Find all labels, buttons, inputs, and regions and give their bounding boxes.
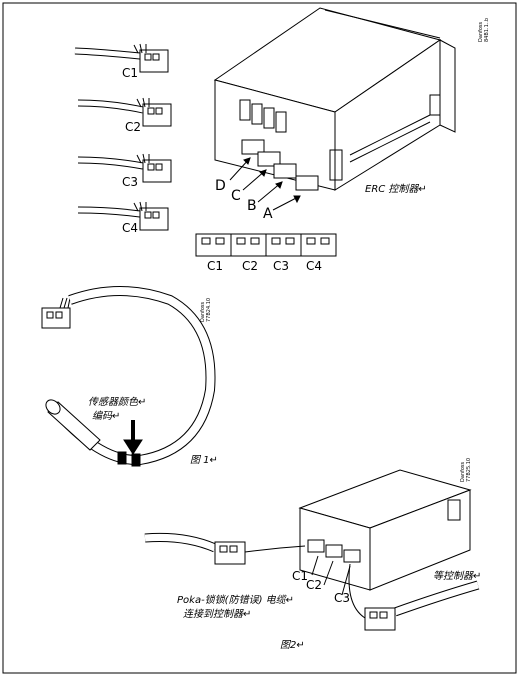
poka-cable-caption-line2: 连接到控制器↵ bbox=[183, 608, 251, 620]
fig2-label-c3: C3 bbox=[334, 591, 350, 605]
cable-label-c1: C1 bbox=[122, 66, 138, 80]
figure-2-controller bbox=[144, 469, 480, 631]
slot-letter-c: C bbox=[231, 188, 241, 204]
svg-text:Danfoss: Danfoss bbox=[478, 21, 484, 42]
erc-controller-label: ERC 控制器↵ bbox=[365, 183, 427, 195]
page-frame bbox=[2, 2, 517, 674]
slot-letter-b: B bbox=[247, 198, 257, 214]
svg-text:Danfoss: Danfoss bbox=[200, 301, 206, 322]
block-label-c4: C4 bbox=[306, 259, 322, 273]
sensor-color-code-line2: 编码↵ bbox=[92, 410, 120, 422]
top-figure bbox=[74, 7, 456, 257]
fig2-label-c1: C1 bbox=[292, 569, 308, 583]
block-label-c3: C3 bbox=[273, 259, 289, 273]
fig2-label-c2: C2 bbox=[306, 578, 322, 592]
cable-label-c3: C3 bbox=[122, 175, 138, 189]
cable-c1 bbox=[74, 43, 169, 73]
sensor-color-code-line1: 传感器颜色↵ bbox=[88, 396, 146, 408]
fig2-controller-label: 等控制器↵ bbox=[433, 570, 481, 582]
cable-c3 bbox=[77, 153, 172, 183]
cable-c4 bbox=[77, 201, 169, 231]
erc-controller bbox=[213, 7, 456, 191]
cable-c2 bbox=[77, 97, 172, 127]
figure-1-caption: 图 1↵ bbox=[190, 455, 218, 466]
figure-1-sensor bbox=[41, 286, 216, 467]
connector-block bbox=[195, 233, 337, 257]
block-label-c2: C2 bbox=[242, 259, 258, 273]
svg-text:Danfoss: Danfoss bbox=[460, 461, 466, 482]
svg-text:77B25.10: 77B25.10 bbox=[466, 458, 472, 482]
slot-arrows bbox=[229, 157, 301, 211]
slot-letter-a: A bbox=[263, 206, 273, 222]
cable-label-c4: C4 bbox=[122, 221, 138, 235]
slot-connectors bbox=[241, 139, 319, 191]
block-label-c1: C1 bbox=[207, 259, 223, 273]
drawing-code-fig1: Danfoss 77B24.10 bbox=[200, 298, 212, 322]
slot-letter-d: D bbox=[215, 178, 226, 194]
poka-cable-caption-line1: Poka-锁锁(防错误) 电缆↵ bbox=[177, 594, 294, 606]
svg-text:77B24.10: 77B24.10 bbox=[206, 298, 212, 322]
cable-label-c2: C2 bbox=[125, 120, 141, 134]
drawing-code-top: Danfoss 84B1.1..b bbox=[478, 18, 490, 42]
drawing-code-fig2: Danfoss 77B25.10 bbox=[460, 458, 472, 482]
svg-text:84B1.1..b: 84B1.1..b bbox=[484, 18, 490, 42]
figure-2-caption: 图2↵ bbox=[280, 640, 305, 651]
